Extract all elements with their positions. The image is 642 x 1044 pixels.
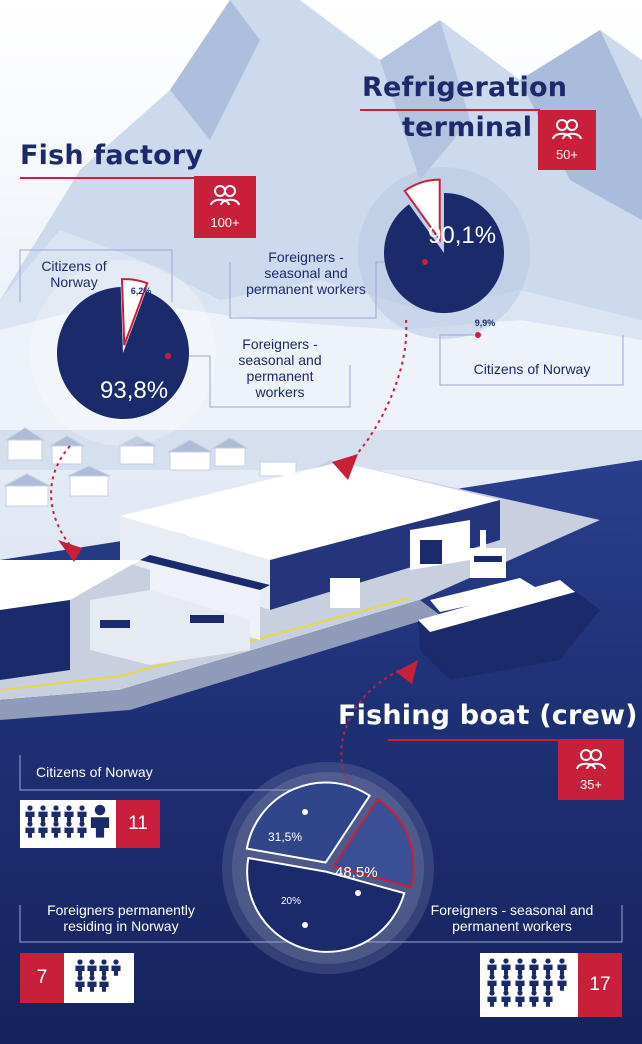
person-icon [515,958,525,975]
permanent-residents-count: 7 [20,953,64,1003]
person-icon [529,958,539,975]
person-icon [515,990,525,1007]
person-icon [111,959,121,976]
person-icon-group [75,959,121,992]
person-icon [515,974,525,991]
person-icon [77,805,87,822]
person-icon-group [487,958,567,1007]
person-icon [487,958,497,975]
refrigeration-terminal-label-foreigners: Foreigners - seasonal and permanent work… [246,249,366,297]
person-icon [51,821,61,838]
person-icon [25,821,35,838]
fish-factory-rule [20,177,196,179]
refrigeration-terminal-pct-citizens: 9,9% [474,318,496,328]
person-icon [501,958,511,975]
fish-factory-headcount: 100+ [210,215,240,230]
pie-slice-foreigners-seasonal-and-permanent-workers [56,287,189,420]
person-icon [487,974,497,991]
people-icon [210,185,240,206]
person-icon [487,990,497,1007]
fishing-boat-badge: 35+ [558,740,624,800]
fishing-boat-rule [388,739,624,741]
pie-slice-citizens-of-norway [403,178,441,243]
fishing-boat-pct-foreigners: 48,5% [335,864,378,881]
fishing-boat [418,530,600,680]
fishing-boat-label-foreigners: Foreigners - seasonal and permanent work… [430,902,594,934]
arrow-head [332,454,358,480]
person-icon [75,959,85,976]
fish-factory-badge: 100+ [194,176,256,238]
person-icon [543,974,553,991]
fish-factory-pct-foreigners: 93,8% [100,377,169,404]
refrigeration-terminal-title-line1: Refrigeration [362,72,568,103]
factory-buildings [0,462,500,680]
person-icon [87,975,97,992]
person-icon [87,959,97,976]
fish-factory-title: Fish factory [20,140,204,171]
leader-dot [165,353,171,359]
person-icon [77,821,87,838]
person-icon [529,974,539,991]
fishing-boat-label-citizens: Citizens of Norway [36,764,153,780]
person-icon [64,821,74,838]
person-icon [75,975,85,992]
fishing-boat-label-permanent-residents: Foreigners permanently residing in Norwa… [47,902,195,934]
person-icon [25,805,35,822]
citizens-people-icons [20,800,116,848]
person-icon [529,990,539,1007]
fishing-boat-pct-citizens: 31,5% [268,830,303,844]
leader-dot [302,809,308,815]
person-icon [99,975,109,992]
refrigeration-terminal-headcount: 50+ [555,147,579,162]
person-icon [501,990,511,1007]
people-icon [552,119,582,140]
people-icon [576,749,606,770]
leader-dot [302,922,308,928]
refrigeration-terminal-pct-foreigners: 90,1% [428,222,497,249]
fish-factory-label-citizens: Citizens of Norway [41,258,107,290]
person-icon [501,974,511,991]
village [3,427,297,507]
fishing-boat-title: Fishing boat (crew) [338,700,638,731]
person-icon [557,974,567,991]
fishing-boat-headcount: 35+ [579,777,603,792]
person-icon [90,804,110,838]
citizens-count: 11 [116,800,160,848]
person-icon [38,805,48,822]
refrigeration-terminal-badge: 50+ [538,110,596,170]
foreigners-people-icons [480,953,578,1017]
pie-slice-foreigners-seasonal-and-permanent-workers [383,193,504,314]
permanent-residents-people-icons [64,953,134,1003]
pie-slice-foreigners-permanently-residing-in-norway [332,797,415,889]
pie-slice-foreigners-seasonal-and-permanent-workers [246,856,406,953]
refrigeration-terminal-rule [360,109,540,111]
leader-dot [422,259,428,265]
arrow-head [58,540,82,562]
pie-slice-citizens-of-norway [245,781,372,864]
refrigeration-terminal-title-line2: terminal [402,112,533,143]
person-icon [543,958,553,975]
person-icon [543,990,553,1007]
leader-dot [355,890,361,896]
person-icon [557,958,567,975]
person-icon [51,805,61,822]
person-icon [38,821,48,838]
refrigeration-terminal-label-citizens: Citizens of Norway [473,361,591,377]
fish-factory-label-foreigners: Foreigners - seasonal and permanent work… [238,336,322,400]
person-icon-group [25,804,110,838]
pie-slice-citizens-of-norway [120,278,149,346]
person-icon [64,805,74,822]
fish-factory-pct-citizens: 6,2% [130,286,152,296]
person-icon [99,959,109,976]
foreigners-count: 17 [578,953,622,1017]
arrow-head [396,660,418,684]
leader-dot [475,332,481,338]
fishing-boat-pct-permanent-residents: 20% [281,896,302,907]
